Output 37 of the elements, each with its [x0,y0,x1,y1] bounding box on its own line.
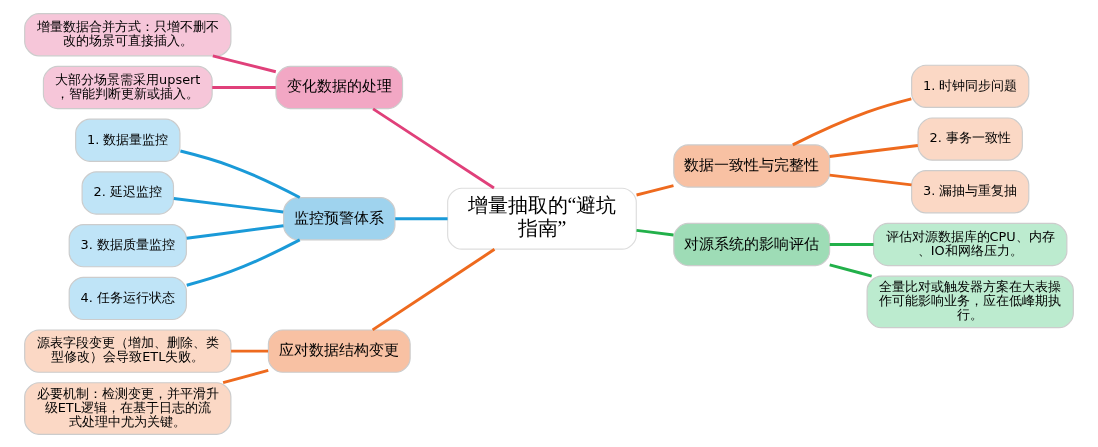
connector [231,349,269,353]
node-box: 大部分场景需采用upsert，智能判断更新或插入。 [42,65,213,109]
connector [829,173,912,186]
connector [222,368,269,384]
connector [173,196,284,213]
connector [212,85,276,89]
connector [371,247,496,331]
node-box: 数据一致性与完整性 [673,143,831,188]
node-box: 2. 延迟监控 [81,170,175,215]
node-box: 变化数据的处理 [275,65,404,109]
node-box: 监控预警体系 [283,196,396,240]
connector [180,149,301,199]
node-box: 源表字段变更（增加、删除、类型修改）会导致ETL失败。 [24,328,232,373]
connector [829,143,918,158]
node-box: 必要机制：检测变更，并平滑升级ETL逻辑，在基于日志的流式处理中尤为关键。 [24,381,232,435]
connector [792,96,912,146]
connector [395,216,448,220]
node-box: 全量比对或触发器方案在大表操作可能影响业务，应在低峰期执行。 [866,275,1074,328]
connector [636,228,674,236]
node-box: 3. 数据质量监控 [68,223,187,267]
connector [372,107,495,189]
node-box: 1. 时钟同步问题 [911,64,1030,108]
connector [212,54,277,73]
node-box: 增量数据合并方式：只增不删不改的场景可直接插入。 [24,12,232,56]
node-box: 评估对源数据库的CPU、内存、IO和网络压力。 [872,222,1068,266]
node-box: 对源系统的影响评估 [673,222,831,266]
node-box: 增量抽取的“避坑指南” [447,187,637,250]
connector [186,223,284,240]
connector [829,263,873,277]
node-box: 应对数据结构变更 [267,328,411,373]
connector [829,242,874,246]
node-box: 4. 任务运行状态 [68,276,187,320]
node-box: 1. 数据量监控 [75,118,181,162]
node-box: 3. 漏抽与重复抽 [911,169,1030,213]
node-box: 2. 事务一致性 [917,116,1023,161]
connector [186,238,301,287]
connector [636,183,674,196]
